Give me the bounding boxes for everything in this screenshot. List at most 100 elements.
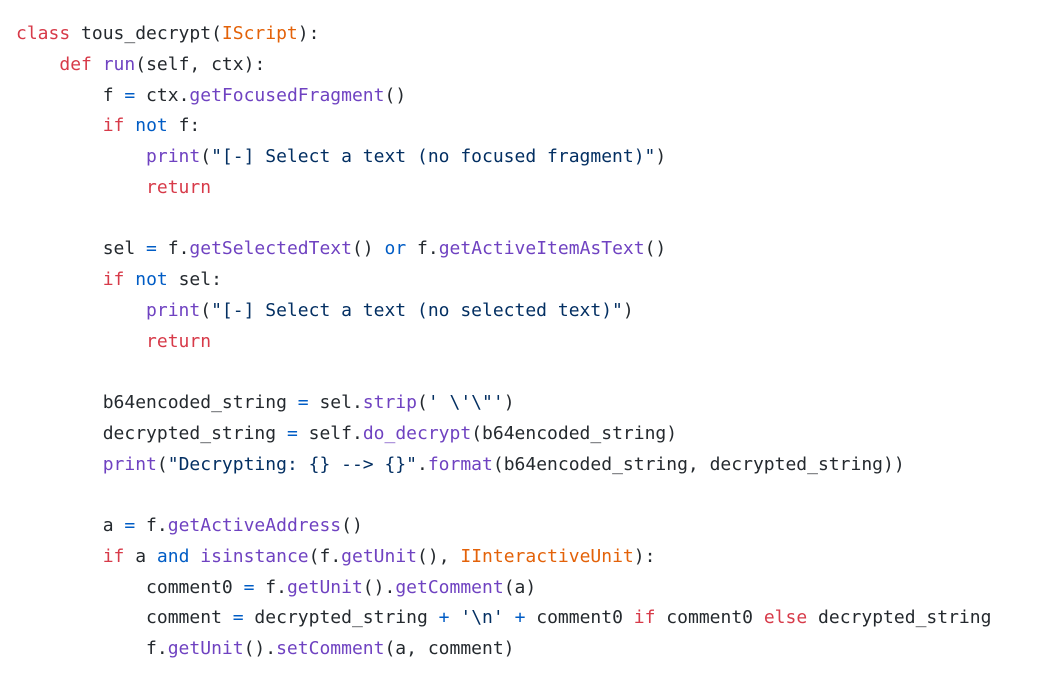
code-token — [16, 54, 59, 75]
code-token: '\n' — [460, 607, 504, 629]
code-token: def — [59, 53, 92, 75]
code-token: f. — [16, 638, 168, 659]
code-token: or — [384, 238, 407, 260]
code-token: not — [135, 115, 168, 137]
code-token: ctx. — [135, 84, 190, 106]
code-token — [92, 54, 103, 75]
code-line: print("Decrypting: {} --> {}".format(b64… — [16, 450, 991, 481]
code-line: if a and isinstance(f.getUnit(), IIntera… — [16, 542, 991, 573]
code-line: print("[-] Select a text (no focused fra… — [16, 142, 991, 173]
code-token: print — [146, 299, 201, 321]
code-token — [189, 546, 200, 567]
code-token: ) — [655, 146, 667, 167]
code-token: a — [124, 545, 157, 567]
code-token: (). — [362, 576, 396, 598]
code-token: IInteractiveUnit — [460, 545, 634, 567]
code-token — [124, 115, 135, 136]
code-line: class tous_decrypt(IScript): — [16, 19, 991, 50]
code-line: a = f.getActiveAddress() — [16, 511, 991, 542]
code-token — [16, 115, 103, 136]
code-token: ): — [633, 545, 656, 567]
code-token — [16, 454, 103, 475]
code-token: if — [102, 115, 125, 137]
code-token: self. — [297, 422, 363, 444]
code-token: "[-] Select a text (no focused fragment)… — [211, 146, 656, 167]
code-token: b64encoded_string — [16, 392, 298, 413]
code-token: f. — [135, 515, 168, 536]
code-line: comment0 = f.getUnit().getComment(a) — [16, 573, 991, 604]
code-line: decrypted_string = self.do_decrypt(b64en… — [16, 419, 991, 450]
code-token: (a, comment) — [384, 638, 515, 659]
code-token: strip — [362, 392, 417, 413]
code-token: (self, ctx): — [135, 53, 266, 75]
code-token: IScript — [221, 23, 298, 44]
code-token: (a) — [503, 576, 537, 598]
code-line: f.getUnit().setComment(a, comment) — [16, 634, 991, 665]
code-token: print — [102, 453, 157, 475]
code-token: "[-] Select a text (no selected text)" — [211, 299, 623, 321]
code-line: if not sel: — [16, 265, 991, 296]
code-token: () — [351, 238, 385, 260]
code-token: setComment — [276, 638, 385, 659]
code-token: = — [286, 422, 298, 444]
code-token: comment — [16, 607, 233, 629]
code-token: ) — [503, 392, 515, 413]
code-token: ) — [622, 299, 634, 321]
code-token: run — [102, 53, 136, 75]
code-token: decrypted_string — [807, 607, 992, 629]
code-line: return — [16, 327, 991, 358]
code-token — [16, 146, 146, 167]
code-token: = — [297, 392, 309, 413]
code-token: () — [644, 238, 667, 260]
code-token: ): — [297, 23, 320, 44]
code-token: if — [102, 545, 125, 567]
code-block: class tous_decrypt(IScript): def run(sel… — [16, 19, 991, 665]
blank-line — [16, 204, 991, 235]
code-line: if not f: — [16, 111, 991, 142]
code-token: getComment — [395, 576, 504, 598]
code-token: ( — [416, 392, 428, 413]
code-line: return — [16, 173, 991, 204]
code-line: print("[-] Select a text (no selected te… — [16, 296, 991, 327]
code-token: do_decrypt — [362, 422, 472, 444]
code-token: = — [243, 576, 255, 598]
code-token: ( — [200, 299, 212, 321]
code-token: print — [146, 146, 201, 167]
code-token — [450, 607, 461, 628]
code-token: (b64encoded_string) — [471, 422, 678, 444]
code-token: + — [514, 607, 526, 629]
code-token: isinstance — [200, 545, 309, 567]
code-token: a — [16, 515, 125, 536]
code-token: getUnit — [286, 576, 363, 598]
code-token: f: — [167, 115, 201, 137]
code-token: else — [763, 607, 808, 629]
blank-line — [16, 480, 991, 511]
code-line: b64encoded_string = sel.strip(' \'\"') — [16, 388, 991, 419]
code-token: "Decrypting: {} --> {}" — [167, 453, 417, 475]
code-token: sel: — [167, 269, 222, 290]
code-token: sel — [16, 238, 147, 260]
code-token: comment0 — [655, 607, 764, 629]
code-token — [504, 607, 515, 628]
code-token: (f. — [308, 545, 342, 567]
code-line: f = ctx.getFocusedFragment() — [16, 81, 991, 112]
code-token: return — [146, 330, 212, 352]
code-token: getUnit — [341, 545, 418, 567]
code-token: if — [633, 607, 656, 629]
blank-line — [16, 357, 991, 388]
code-token — [16, 269, 103, 290]
code-token: = — [232, 607, 244, 629]
code-token: not — [135, 269, 168, 290]
code-token: getActiveItemAsText — [438, 238, 645, 260]
code-token: f. — [406, 238, 439, 260]
code-token: format — [427, 453, 493, 475]
code-token: ' \'\"' — [427, 392, 504, 413]
code-token: ( — [200, 146, 212, 167]
code-token: tous_decrypt( — [70, 23, 222, 44]
code-token — [124, 269, 135, 290]
code-token: class — [16, 23, 71, 44]
code-token: decrypted_string — [243, 607, 439, 629]
code-token: (b64encoded_string, decrypted_string)) — [492, 453, 905, 475]
code-token: if — [102, 269, 125, 290]
code-token: getUnit — [167, 638, 244, 659]
